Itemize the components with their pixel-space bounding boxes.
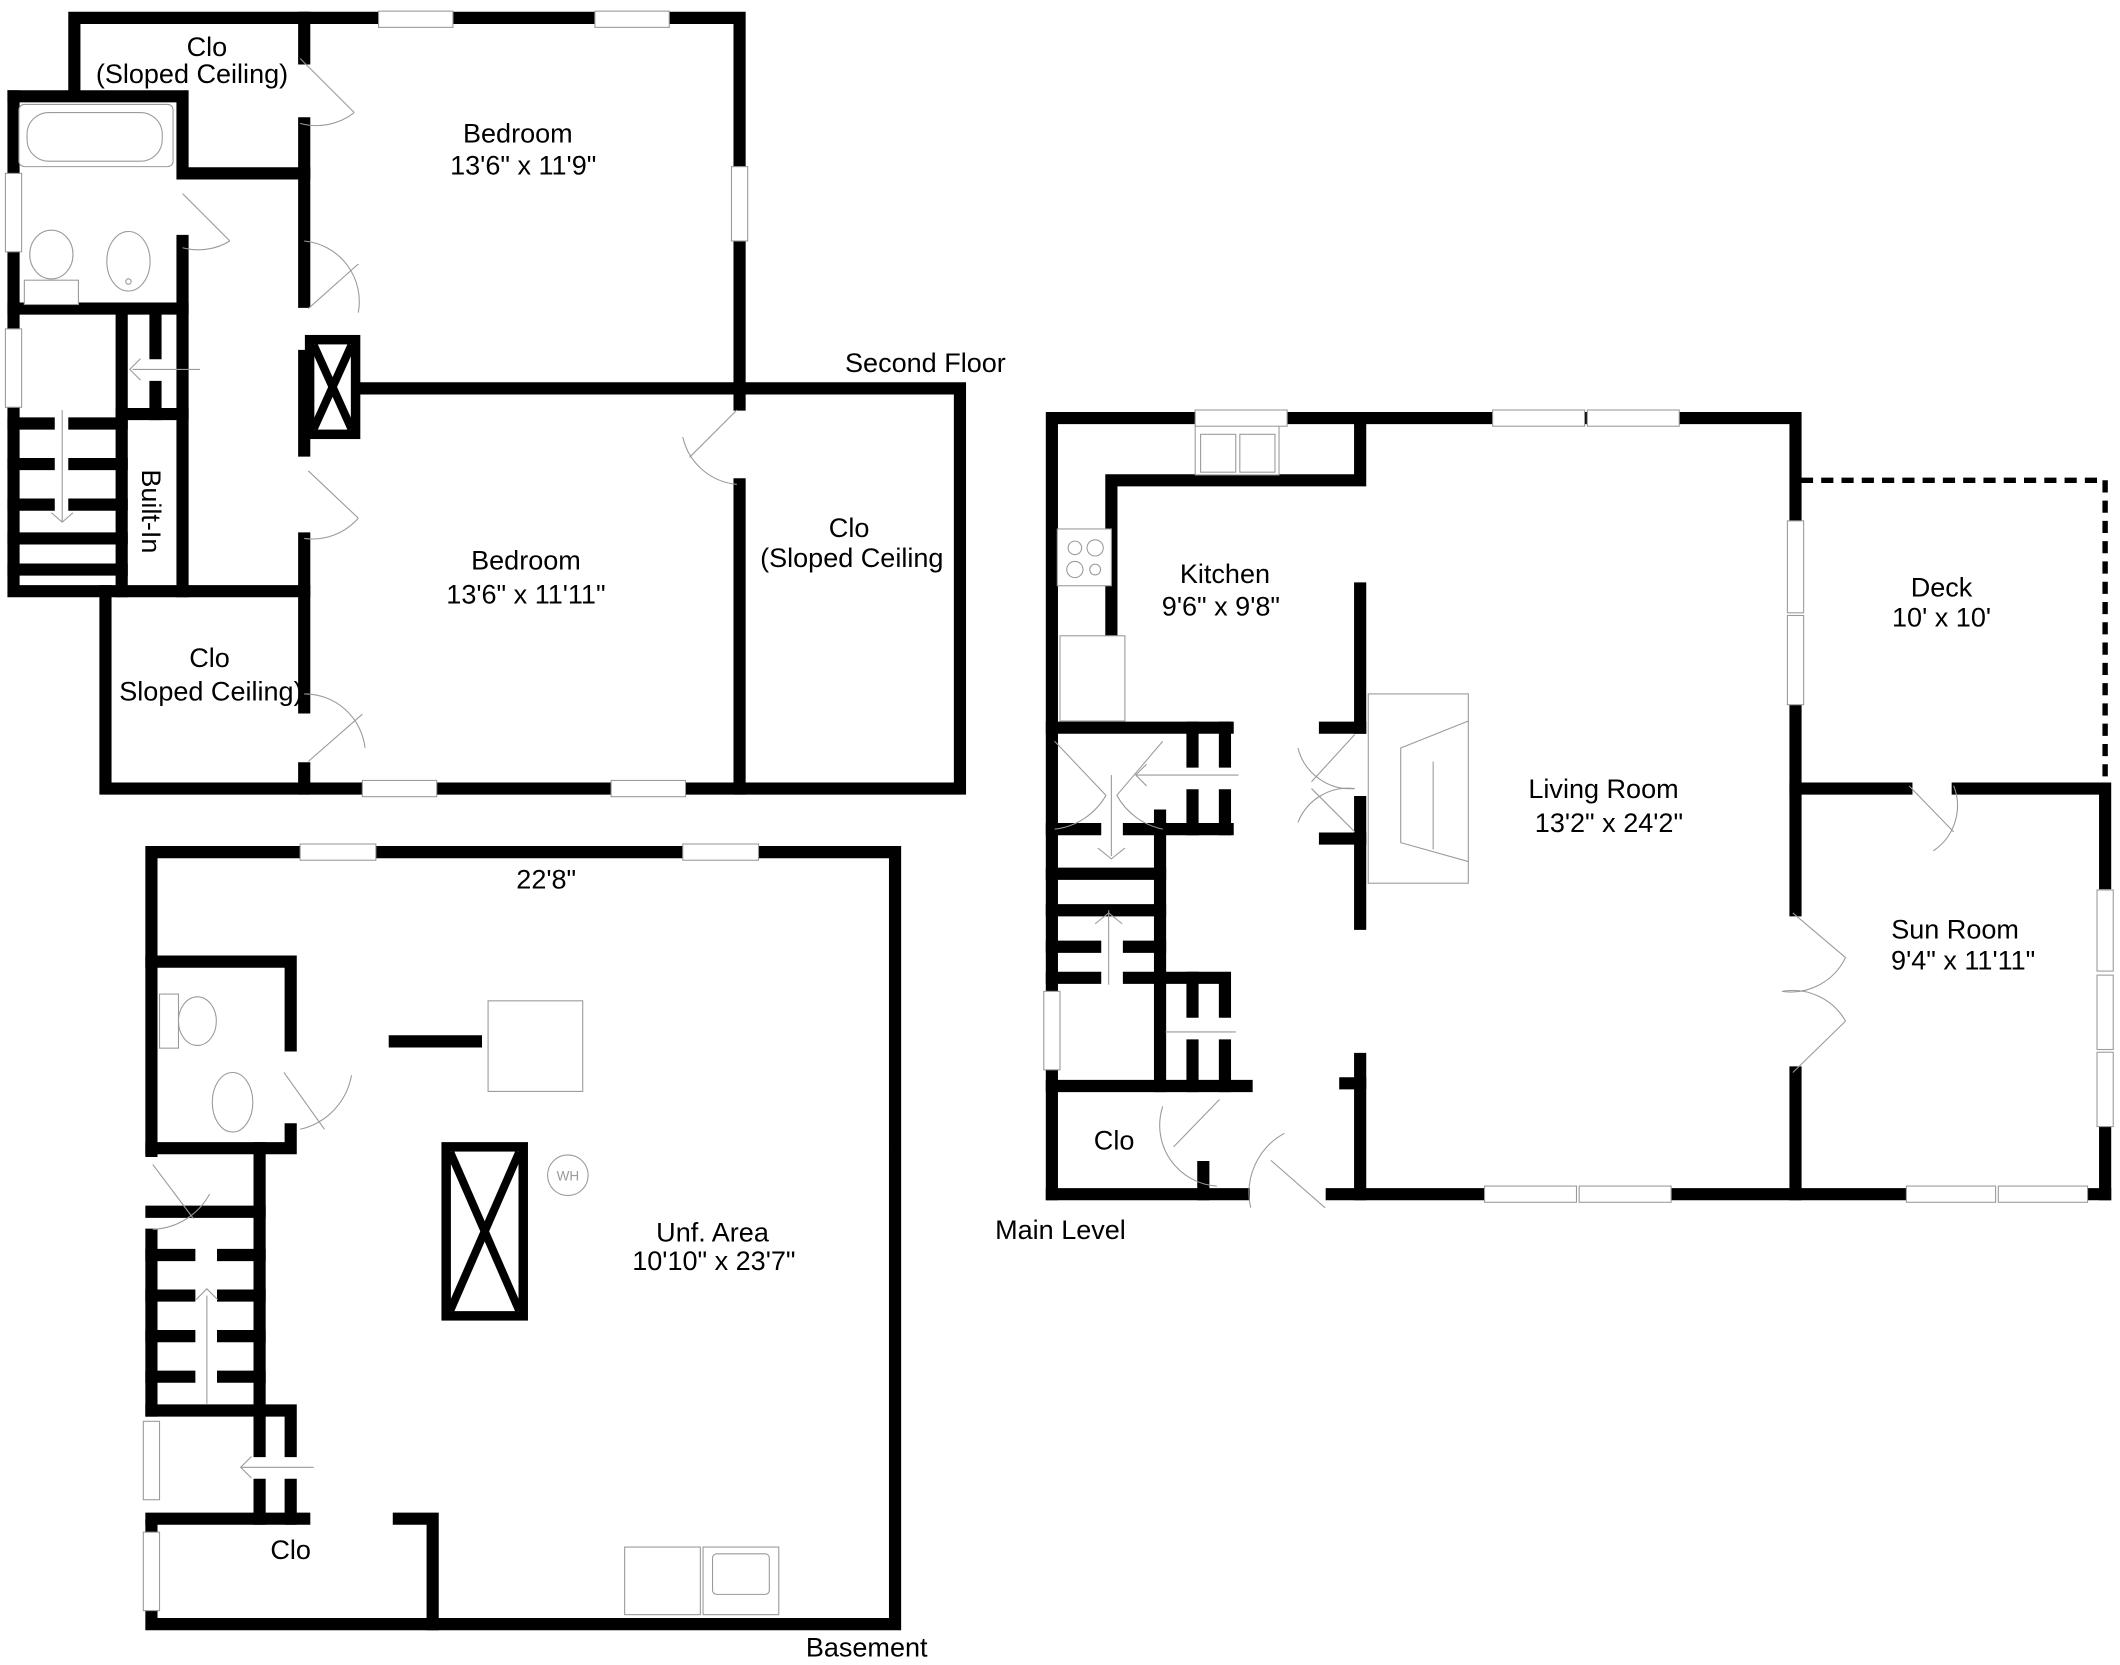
main-level: Kitchen 9'6" x 9'8" Living Room 13'2" x … <box>995 409 2114 1245</box>
window <box>594 10 670 28</box>
door-swing <box>1054 734 1958 1209</box>
room-dims: 10' x 10' <box>1892 602 1991 632</box>
window <box>1786 520 1805 614</box>
window <box>299 843 377 861</box>
water-heater-icon: WH <box>547 1154 589 1197</box>
room-name: Kitchen <box>1180 559 1270 589</box>
room-name: Unf. Area <box>656 1217 770 1247</box>
window <box>682 843 760 861</box>
room-name: Clo <box>187 32 228 62</box>
window <box>1905 1185 1997 1203</box>
door-swing <box>152 1072 353 1230</box>
room-dims: 10'10" x 23'7" <box>632 1246 795 1276</box>
window <box>2096 974 2114 1051</box>
refrigerator-icon <box>1059 635 1126 722</box>
room-name: Clo <box>829 513 870 543</box>
staircase <box>145 1205 266 1404</box>
room-note: (Sloped Ceiling <box>760 543 943 573</box>
window <box>2096 1051 2114 1128</box>
floor-title: Basement <box>806 1633 928 1663</box>
washer-dryer-icon <box>624 1546 780 1616</box>
fireplace-icon <box>1367 693 1469 884</box>
window <box>361 779 438 798</box>
sink-icon <box>211 1071 254 1133</box>
toilet-icon <box>159 993 217 1049</box>
basement: WH 22'8" Unf. Area 10'10" x 23'7" <box>142 843 928 1663</box>
window <box>142 1531 161 1612</box>
stove-icon <box>1056 528 1112 587</box>
toilet-icon <box>23 229 79 306</box>
window <box>1586 409 1680 427</box>
window <box>1578 1185 1672 1203</box>
window <box>1786 614 1805 706</box>
overall-dimension: 22'8" <box>516 865 576 895</box>
window <box>1997 1185 2089 1203</box>
bathtub-icon <box>18 103 174 168</box>
door-swing <box>182 58 738 762</box>
second-floor: Clo (Sloped Ceiling) Bedroom 13'6" x 11'… <box>4 10 1006 798</box>
room-name: Sun Room <box>1891 915 2019 945</box>
window <box>378 10 454 28</box>
deck-outline <box>1800 477 2108 789</box>
window <box>610 779 687 798</box>
furnace-icon <box>487 1000 584 1092</box>
window <box>4 172 23 253</box>
room-note: Sloped Ceiling) <box>119 677 302 707</box>
window <box>1043 990 1061 1071</box>
room-dims: 13'6" x 11'9" <box>450 151 596 181</box>
room-name: Bedroom <box>463 118 573 148</box>
chimney-icon <box>441 1142 528 1321</box>
room-dims: 13'6" x 11'11" <box>446 579 605 609</box>
window <box>1194 409 1288 427</box>
room-name: Clo <box>1094 1126 1135 1156</box>
room-dims: 9'6" x 9'8" <box>1162 591 1280 621</box>
window <box>730 166 749 242</box>
window <box>1492 409 1586 427</box>
room-dims: 13'2" x 24'2" <box>1535 808 1683 838</box>
room-name: Living Room <box>1528 774 1678 804</box>
room-name: Clo <box>189 643 230 673</box>
room-name: Built-In <box>136 469 166 553</box>
room-name: Bedroom <box>471 546 581 576</box>
window <box>142 1420 161 1501</box>
room-name: Clo <box>270 1535 311 1565</box>
svg-text:WH: WH <box>557 1169 580 1184</box>
window <box>1484 1185 1578 1203</box>
room-dims: 9'4" x 11'11" <box>1891 946 2035 976</box>
floor-title: Main Level <box>995 1215 1126 1245</box>
sink-icon <box>106 230 151 292</box>
chimney-icon <box>304 334 361 440</box>
kitchen-sink-icon <box>1194 420 1280 476</box>
floor-title: Second Floor <box>845 348 1006 378</box>
staircase <box>7 358 201 576</box>
window <box>2096 889 2114 972</box>
window <box>4 328 23 408</box>
room-name: Deck <box>1911 573 1973 603</box>
room-note: (Sloped Ceiling) <box>96 59 288 89</box>
